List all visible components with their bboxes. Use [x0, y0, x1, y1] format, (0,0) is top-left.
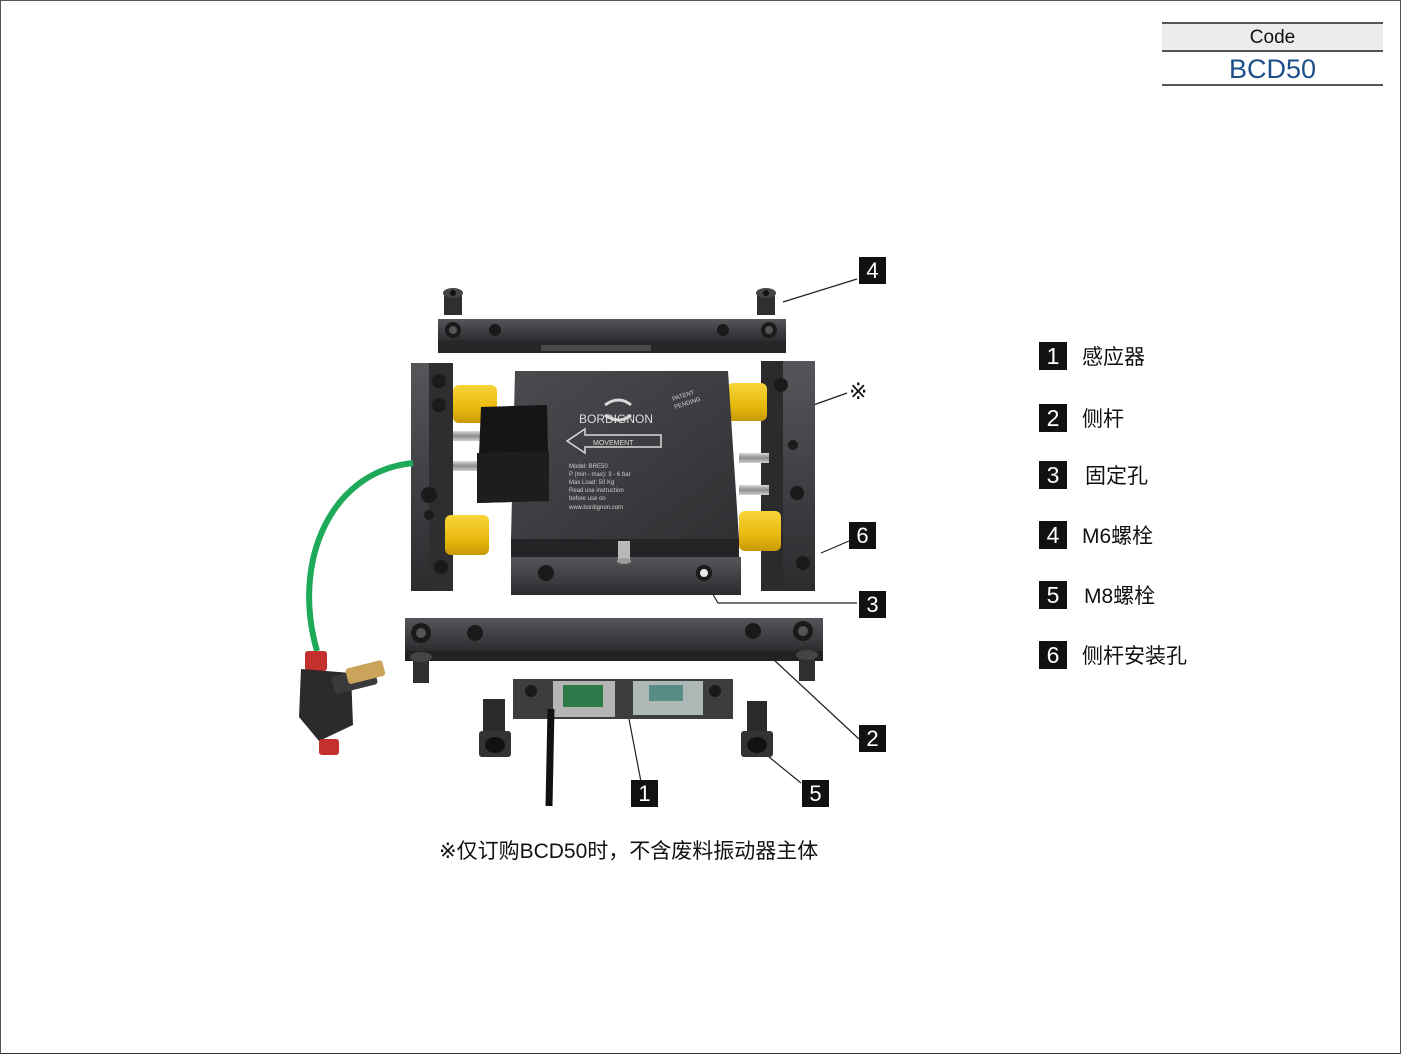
air-tube	[306, 460, 414, 652]
roller-bottom-right	[739, 511, 781, 551]
legend-item-m6-bolt: 4 M6螺栓	[1039, 520, 1153, 550]
leader-2	[772, 658, 860, 740]
callout-2: 2	[859, 725, 886, 752]
legend-label: M8螺栓	[1084, 585, 1156, 608]
bottom-side-bar	[405, 618, 823, 683]
callout-1: 1	[631, 780, 658, 807]
legend-number: 5	[1039, 581, 1067, 609]
legend-item-sensor: 1 感应器	[1039, 341, 1145, 371]
device-movement: MOVEMENT	[593, 440, 634, 447]
top-side-bar	[438, 319, 786, 353]
legend-label: 侧杆安装孔	[1082, 645, 1187, 668]
callout-4: 4	[859, 257, 886, 284]
device-model: Model: BRE50	[569, 464, 608, 470]
device-pressure: P (min - max): 3 - 6 bar	[569, 472, 631, 478]
code-box: Code BCD50	[1162, 22, 1383, 86]
m6-bolt-right	[756, 288, 776, 315]
callout-3: 3	[859, 591, 886, 618]
leader-6	[820, 540, 850, 554]
callout-6: 6	[849, 522, 876, 549]
device-brand: BORDIGNON	[579, 412, 653, 426]
roller-bottom-left	[445, 515, 489, 555]
legend-number: 3	[1039, 461, 1067, 489]
device-load: Max Load: 50 Kg	[569, 480, 614, 486]
legend-label: 感应器	[1082, 346, 1145, 369]
legend-item-side-bar-mount-hole: 6 侧杆安装孔	[1039, 640, 1187, 670]
leader-5	[768, 756, 802, 784]
device-instr1: Read use instruction	[569, 488, 624, 494]
m6-bolt-left	[443, 288, 463, 315]
device-instr2: before use on	[569, 496, 606, 502]
legend-number: 6	[1039, 641, 1067, 669]
legend-label: 固定孔	[1085, 465, 1148, 488]
vibrator-frame: BORDIGNON PATENT PENDING MOVEMENT Model:…	[411, 361, 815, 595]
caption-note: ※仅订购BCD50时，不含废料振动器主体	[439, 840, 819, 863]
legend-item-side-bar: 2 侧杆	[1039, 403, 1124, 433]
sensor	[513, 679, 733, 807]
code-value: BCD50	[1162, 52, 1383, 86]
legend-number: 4	[1039, 521, 1067, 549]
legend-number: 1	[1039, 342, 1067, 370]
leader-4	[782, 278, 858, 303]
leader-1	[628, 718, 643, 788]
legend-item-m8-bolt: 5 M8螺栓	[1039, 580, 1155, 610]
device-site: www.bordignon.com	[568, 505, 623, 511]
m8-bolt-left	[479, 699, 511, 757]
legend-label: M6螺栓	[1082, 525, 1154, 548]
roller-top-right	[727, 383, 767, 421]
legend-item-fixing-hole: 3 固定孔	[1039, 460, 1148, 490]
air-fitting	[299, 651, 386, 755]
callout-note-mark: ※	[849, 379, 868, 404]
callout-5: 5	[802, 780, 829, 807]
legend-number: 2	[1039, 404, 1067, 432]
code-label: Code	[1162, 22, 1383, 52]
m8-bolt-right	[741, 701, 773, 757]
legend-label: 侧杆	[1082, 408, 1124, 431]
